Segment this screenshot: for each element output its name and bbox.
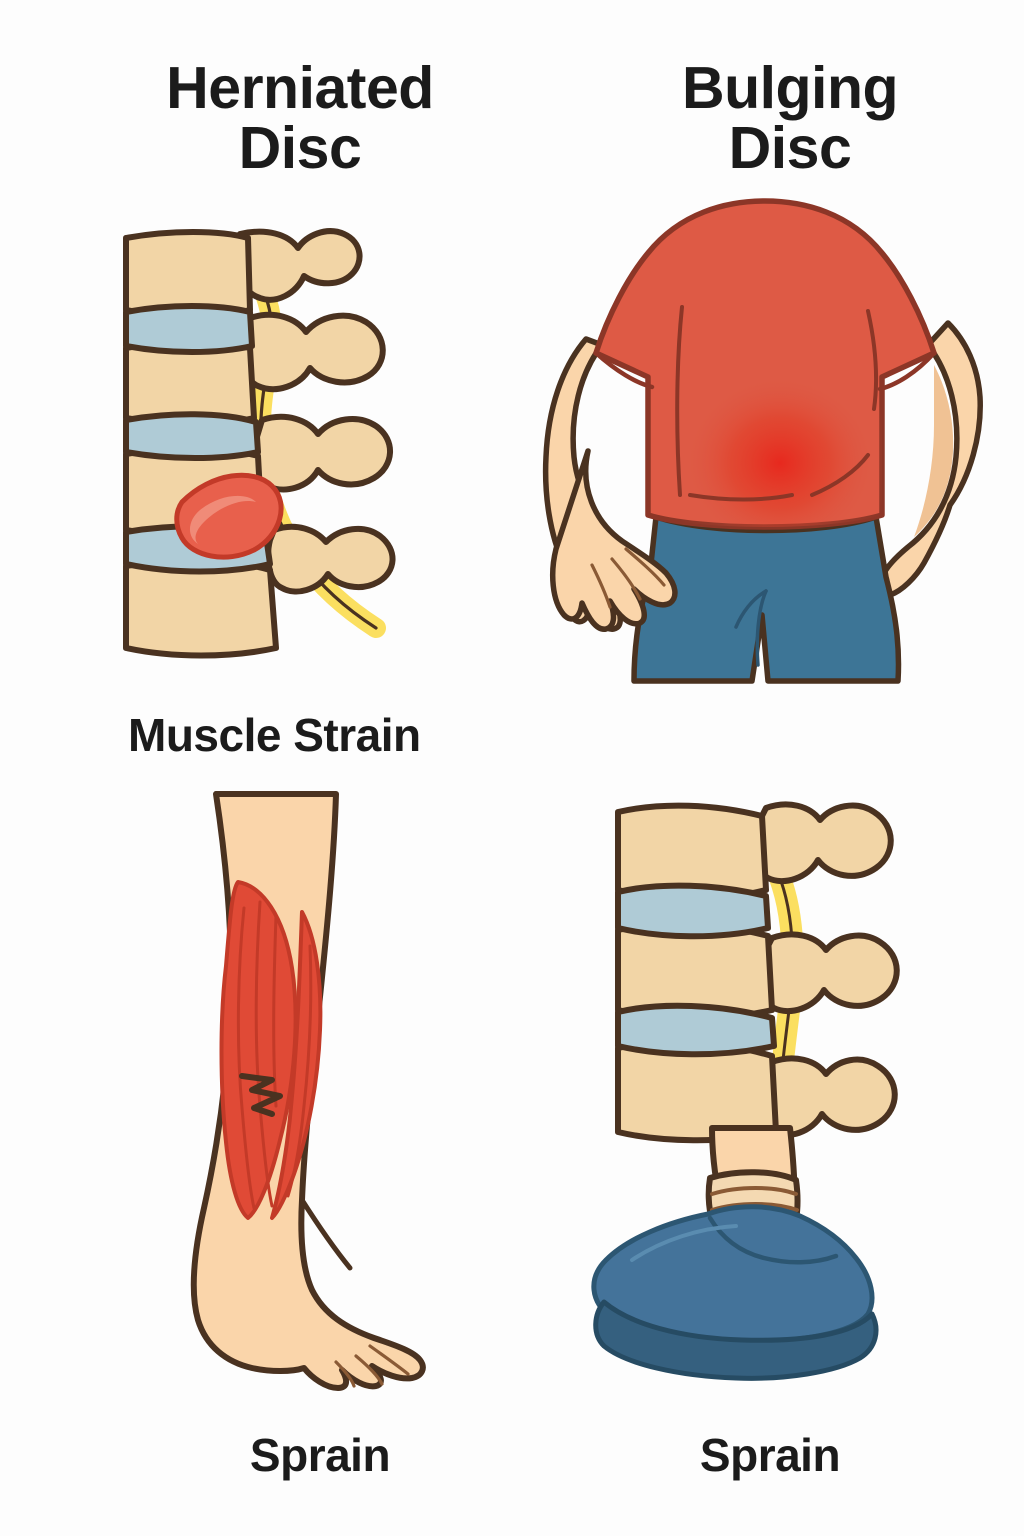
shoe-sole: [593, 1299, 879, 1381]
illustration-muscle-strain-leg: [120, 790, 480, 1410]
finger-line-3: [590, 563, 612, 609]
shirt-hem-fold: [688, 493, 794, 502]
title-line-1: Herniated: [166, 55, 434, 121]
vertebra-process-top: [752, 801, 894, 885]
right-arm-shade: [914, 365, 954, 537]
shirt-hem-fold-2: [810, 453, 870, 497]
illustration-herniated-disc: [90, 200, 420, 690]
intervertebral-disc-2: [123, 411, 261, 461]
vertebra-process-top: [235, 228, 363, 303]
title-line-2: Disc: [728, 115, 852, 182]
vertebra-process-bottom: [265, 523, 396, 595]
panel-title-sprain-right: Sprain: [699, 1429, 841, 1481]
shirt-fold-left: [675, 305, 684, 497]
herniated-disc-svg: [123, 228, 396, 659]
intervertebral-disc-2: [615, 1002, 777, 1058]
title-line-2: Disc: [238, 115, 362, 182]
vertebra-process-bottom: [756, 1055, 898, 1139]
illustration-bulging-disc-person: [530, 195, 1000, 695]
bulging-disc-svg: [542, 198, 983, 684]
intervertebral-disc-1: [123, 303, 255, 355]
herniation-highlight: [189, 495, 256, 544]
jeans-crease-2: [734, 589, 768, 629]
illustration-ankle-sprain: [560, 790, 960, 1410]
vertebra-process-second: [239, 311, 386, 393]
jeans: [631, 514, 902, 684]
panel-title-sprain-left: Sprain: [249, 1429, 391, 1481]
left-hand: [549, 448, 678, 632]
title-line-1: Bulging: [681, 55, 899, 121]
finger-line-1: [624, 547, 666, 587]
intervertebral-disc-1: [615, 882, 771, 940]
jeans-crease: [755, 589, 768, 667]
muscle-strain-svg: [190, 791, 426, 1391]
panel-title-herniated-disc: Herniated Disc: [100, 55, 500, 182]
shoe-collar-line: [707, 1215, 839, 1265]
finger-line-2: [610, 557, 642, 601]
muscle-tear: [239, 1073, 283, 1117]
shoe-highlight: [630, 1224, 738, 1262]
panel-title-muscle-strain: Muscle Strain: [128, 709, 421, 761]
sleeve-seam-right: [877, 350, 937, 392]
toe-lines: [334, 1344, 410, 1388]
ankle-contour: [299, 1197, 353, 1271]
vertebra-process-middle: [758, 931, 900, 1015]
vertebral-body-4: [123, 557, 279, 659]
panel-title-bulging-disc: Bulging Disc: [590, 55, 990, 182]
sleeve-seam-left: [593, 350, 655, 390]
calf-muscle-lateral-head: [270, 910, 323, 1220]
vertebra-process-third: [250, 413, 393, 493]
lower-back-pain-glow: [662, 355, 898, 527]
shirt-fold-right: [866, 309, 878, 411]
ankle-sprain-svg: [591, 801, 900, 1381]
herniation-bulge: [174, 472, 284, 560]
